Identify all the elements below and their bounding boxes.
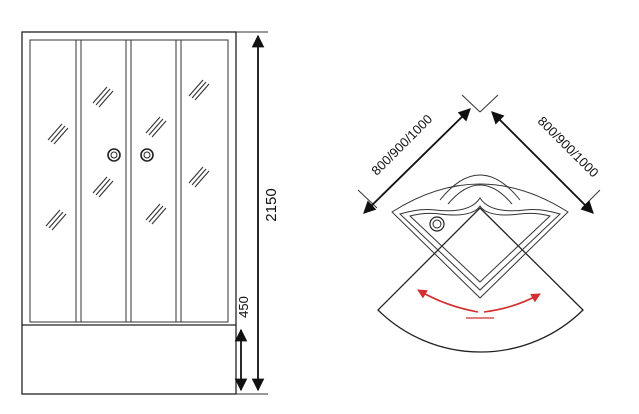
sliding-arrow-right xyxy=(483,293,541,313)
tray-top-view: 800/900/1000 800/900/1000 xyxy=(357,94,602,353)
cabin-outer-frame xyxy=(21,31,237,395)
tray-height-label: 450 xyxy=(236,296,251,318)
tray-seat-curve-inner xyxy=(447,184,513,205)
side-a-label: 800/900/1000 xyxy=(368,111,435,178)
tray-outer-outline xyxy=(377,207,584,353)
door-handle-left xyxy=(107,148,121,162)
side-b-label: 800/900/1000 xyxy=(535,113,602,180)
sliding-door-arrows xyxy=(417,289,541,319)
glass-panels xyxy=(75,40,182,322)
door-handle-right xyxy=(140,148,154,162)
drain-outer xyxy=(429,216,445,232)
cabin-inner-frame xyxy=(29,39,229,323)
total-height-label: 2150 xyxy=(263,188,280,221)
tray-contour-2 xyxy=(399,197,561,291)
drain-inner xyxy=(432,219,442,229)
side-a-dimension-line xyxy=(363,108,471,214)
cabin-front-view: 2150 450 xyxy=(21,31,280,395)
tray-contour-1 xyxy=(391,183,569,299)
sliding-arrow-left xyxy=(417,289,479,313)
side-b-dimension-line xyxy=(491,111,594,214)
tray-seat-curve xyxy=(439,174,521,201)
glass-reflection-marks xyxy=(45,79,210,231)
